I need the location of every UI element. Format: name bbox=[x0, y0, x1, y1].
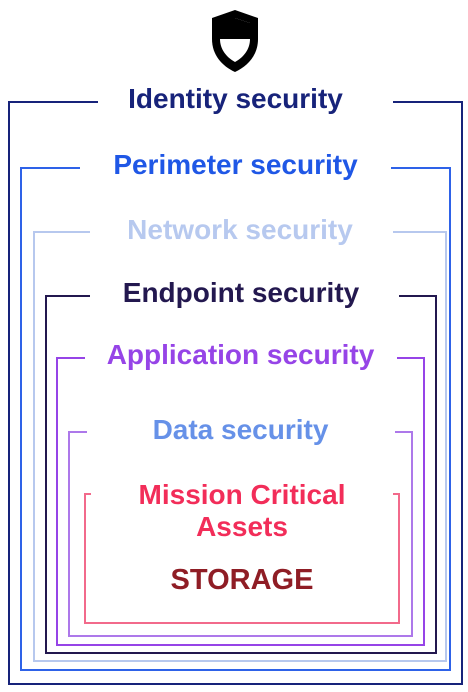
application-top-left-line bbox=[56, 357, 85, 359]
perimeter-security-label: Perimeter security bbox=[113, 149, 358, 180]
endpoint-security-layer: Endpoint security bbox=[45, 279, 437, 654]
identity-security-layer: Identity security bbox=[8, 85, 463, 685]
perimeter-top-right-line bbox=[391, 167, 451, 169]
data-top-left-line bbox=[68, 431, 87, 433]
mission-critical-line-2: Assets bbox=[196, 511, 288, 543]
data-security-layer: Data security bbox=[68, 416, 413, 637]
network-security-label: Network security bbox=[127, 214, 353, 245]
storage-label: STORAGE bbox=[170, 564, 314, 596]
perimeter-top-left-line bbox=[20, 167, 80, 169]
identity-top-left-line bbox=[8, 101, 98, 103]
data-security-label: Data security bbox=[152, 414, 329, 445]
mission-top-right-line bbox=[393, 493, 400, 495]
identity-security-label: Identity security bbox=[128, 83, 343, 114]
network-security-layer: Network security bbox=[33, 216, 447, 662]
application-top-right-line bbox=[397, 357, 425, 359]
application-security-layer: Application security bbox=[56, 341, 425, 646]
mission-critical-line-1: Mission Critical bbox=[138, 479, 346, 510]
endpoint-security-label: Endpoint security bbox=[122, 277, 360, 308]
perimeter-security-layer: Perimeter security bbox=[20, 151, 451, 671]
endpoint-top-left-line bbox=[45, 295, 90, 297]
mission-critical-assets-label: Mission Critical Assets bbox=[86, 479, 398, 543]
network-top-right-line bbox=[393, 231, 447, 233]
endpoint-top-right-line bbox=[399, 295, 437, 297]
shield-icon bbox=[204, 8, 266, 74]
application-security-label: Application security bbox=[106, 339, 375, 370]
mission-critical-assets-layer: Mission Critical Assets STORAGE bbox=[84, 479, 400, 624]
identity-top-right-line bbox=[393, 101, 463, 103]
network-top-left-line bbox=[33, 231, 90, 233]
mission-top-left-line bbox=[84, 493, 91, 495]
data-top-right-line bbox=[395, 431, 413, 433]
